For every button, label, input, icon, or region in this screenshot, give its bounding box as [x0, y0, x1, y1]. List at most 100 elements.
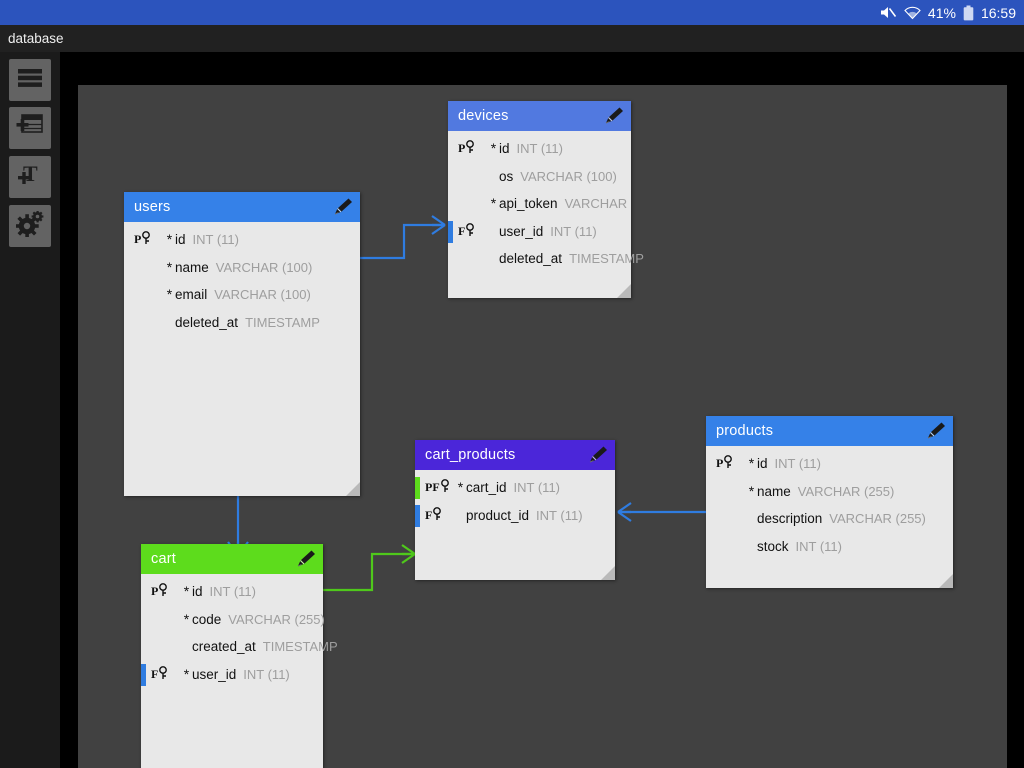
- battery-icon: [963, 5, 974, 21]
- key-icon: [465, 140, 476, 157]
- pencil-icon[interactable]: [603, 106, 625, 126]
- wifi-icon: [904, 6, 921, 20]
- field-type: INT (11): [795, 538, 842, 554]
- field-row[interactable]: os VARCHAR (100): [448, 163, 631, 191]
- field-row[interactable]: F user_id INT (11): [448, 218, 631, 246]
- field-type: VARCHAR (100): [520, 168, 617, 184]
- pencil-icon[interactable]: [925, 421, 947, 441]
- field-row[interactable]: * email VARCHAR (100): [124, 281, 360, 309]
- svg-text:T: T: [23, 162, 38, 186]
- resize-handle[interactable]: [939, 574, 953, 588]
- field-row[interactable]: P * id INT (11): [448, 135, 631, 163]
- key-indicator: P: [151, 583, 181, 600]
- pencil-icon[interactable]: [587, 445, 609, 465]
- field-row[interactable]: F * user_id INT (11): [141, 661, 323, 689]
- field-type: TIMESTAMP: [569, 251, 644, 267]
- key-indicator: P: [134, 231, 164, 248]
- pencil-icon[interactable]: [295, 549, 317, 569]
- table-products[interactable]: products P *: [706, 416, 953, 588]
- table-header-devices[interactable]: devices: [448, 101, 631, 131]
- field-name: id: [499, 141, 510, 157]
- field-row[interactable]: stock INT (11): [706, 533, 953, 561]
- pencil-icon[interactable]: [332, 197, 354, 217]
- primary-key-marker: [415, 477, 420, 499]
- field-type: TIMESTAMP: [262, 639, 338, 655]
- table-name-products: products: [716, 423, 774, 439]
- field-name: email: [175, 287, 208, 303]
- field-row[interactable]: PF * cart_id INT (11): [415, 474, 615, 502]
- field-type: INT (11): [513, 480, 561, 496]
- tool-sidebar: T: [0, 52, 60, 768]
- field-row[interactable]: deleted_at TIMESTAMP: [448, 245, 644, 273]
- field-row[interactable]: P * id INT (11): [124, 226, 360, 254]
- field-list-cart: P * id INT (11) * code VARCHAR (255): [141, 574, 338, 689]
- field-row[interactable]: * name VARCHAR (255): [706, 478, 953, 506]
- field-name: id: [757, 456, 768, 472]
- field-row[interactable]: * name VARCHAR (100): [124, 254, 360, 282]
- field-list-products: P * id INT (11) * name VARCHAR (255): [706, 446, 953, 560]
- menu-button[interactable]: [9, 59, 51, 101]
- field-type: VARCHAR (100): [214, 287, 311, 303]
- add-text-button[interactable]: T: [9, 156, 51, 198]
- field-name: user_id: [499, 223, 544, 239]
- table-header-cart[interactable]: cart: [141, 544, 323, 574]
- field-type: VARCHAR (255): [228, 611, 325, 627]
- key-indicator: F: [151, 665, 181, 683]
- field-type: VARCHAR (255): [797, 483, 895, 499]
- field-type: VARCHAR (100): [215, 259, 313, 275]
- required-marker: *: [166, 286, 173, 303]
- table-users[interactable]: users P *: [124, 192, 360, 496]
- resize-handle[interactable]: [617, 284, 631, 298]
- relation-cart-cartproducts: [323, 544, 416, 592]
- field-row[interactable]: * api_token VARCHAR: [448, 190, 631, 218]
- add-table-button[interactable]: [9, 107, 51, 149]
- field-name: description: [757, 511, 823, 527]
- required-marker: *: [748, 482, 755, 499]
- required-marker: *: [183, 665, 190, 682]
- field-row[interactable]: created_at TIMESTAMP: [141, 633, 338, 661]
- status-bar: 41% 16:59: [0, 0, 1024, 25]
- required-marker: *: [166, 258, 173, 275]
- resize-handle[interactable]: [601, 566, 615, 580]
- table-header-users[interactable]: users: [124, 192, 360, 222]
- table-header-cart-products[interactable]: cart_products: [415, 440, 615, 470]
- field-row[interactable]: * code VARCHAR (255): [141, 606, 325, 634]
- mute-icon: [879, 5, 897, 20]
- key-indicator: PF: [425, 479, 455, 496]
- field-type: INT (11): [243, 666, 290, 682]
- foreign-key-marker: [141, 663, 146, 686]
- clock-label: 16:59: [980, 4, 1016, 21]
- field-type: INT (11): [536, 507, 583, 523]
- relation-cartproducts-products: [617, 502, 706, 522]
- required-marker: *: [183, 583, 190, 600]
- resize-handle[interactable]: [346, 482, 360, 496]
- add-text-icon: T: [17, 161, 43, 192]
- key-indicator: P: [716, 455, 746, 472]
- field-row[interactable]: description VARCHAR (255): [706, 505, 953, 533]
- table-name-cart: cart: [151, 551, 176, 567]
- table-header-products[interactable]: products: [706, 416, 953, 446]
- field-name: stock: [757, 538, 789, 554]
- foreign-key-marker: [448, 220, 453, 243]
- field-row[interactable]: deleted_at TIMESTAMP: [124, 309, 360, 337]
- table-cart-products[interactable]: cart_products PF: [415, 440, 615, 580]
- diagram-canvas[interactable]: devices P *: [78, 85, 1007, 768]
- field-type: TIMESTAMP: [245, 314, 320, 330]
- field-name: os: [499, 168, 514, 184]
- field-type: INT (11): [209, 584, 256, 600]
- required-marker: *: [457, 479, 464, 496]
- key-icon: [440, 479, 451, 496]
- settings-button[interactable]: [9, 205, 51, 247]
- table-name-cart-products: cart_products: [425, 447, 516, 463]
- key-icon: [158, 665, 169, 683]
- field-row[interactable]: F product_id INT (11): [415, 502, 615, 530]
- field-name: cart_id: [466, 480, 507, 496]
- field-row[interactable]: P * id INT (11): [141, 578, 323, 606]
- field-row[interactable]: P * id INT (11): [706, 450, 953, 478]
- table-devices[interactable]: devices P *: [448, 101, 644, 298]
- key-icon: [723, 455, 734, 472]
- field-name: deleted_at: [175, 314, 239, 330]
- app-title: database: [8, 31, 64, 46]
- table-cart[interactable]: cart P *: [141, 544, 338, 768]
